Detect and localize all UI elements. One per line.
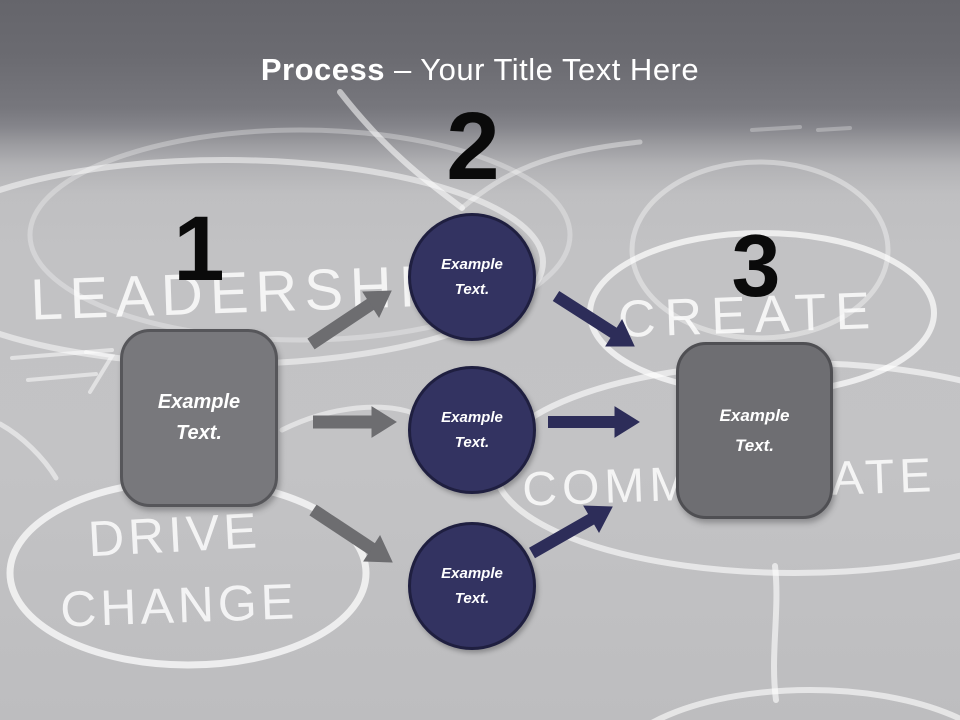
process-circle-2-text-line2: Text. xyxy=(454,434,490,451)
arrow-shaft xyxy=(529,511,598,559)
process-circle-3-text-line2: Text. xyxy=(454,590,490,607)
connector-line-left-edge xyxy=(0,421,59,481)
process-circle-1-text-line1: Example xyxy=(441,255,503,273)
process-circle-1: Example Text. xyxy=(408,213,536,341)
arrow-head xyxy=(362,290,392,319)
title-bold-text: Process xyxy=(260,52,386,87)
top-center-ellipse-sketch xyxy=(27,127,573,343)
arrow-shaft xyxy=(309,504,379,557)
arrow-box1-to-circle2 xyxy=(313,406,397,438)
create-word: CREATE xyxy=(617,282,880,349)
scribble-arrow-mark xyxy=(84,350,116,394)
step-number-2: 2 xyxy=(446,93,500,200)
whiteboard-words: LEADERSHIP CREATE COMMUNICATE DRIVE CHAN… xyxy=(29,252,937,637)
arrow-head xyxy=(605,318,635,347)
drive-word: DRIVE xyxy=(87,502,263,567)
arrow-head xyxy=(614,406,640,438)
scribble-dash-top-right xyxy=(750,125,852,132)
connector-line-top xyxy=(337,89,465,211)
change-word: CHANGE xyxy=(59,573,299,637)
process-box-step1-text-line1: Example xyxy=(157,391,241,413)
process-circle-3: Example Text. xyxy=(408,522,536,650)
scribble-dash-2 xyxy=(26,372,98,382)
arrow-shaft xyxy=(307,296,378,350)
arrow-box1-to-circle3 xyxy=(309,504,393,563)
title-regular-text: – Your Title Text Here xyxy=(394,52,700,87)
process-box-step3-text-line2: Text. xyxy=(734,435,775,455)
process-box-step1-text-line2: Text. xyxy=(176,422,222,444)
arrow-shaft xyxy=(552,290,621,341)
arrow-head xyxy=(371,406,397,438)
arrow-box1-to-circle1 xyxy=(307,290,392,350)
leadership-word: LEADERSHIP xyxy=(29,252,468,332)
arrow-circle2-to-box3 xyxy=(548,406,640,438)
process-box-step3: Example Text. xyxy=(676,342,833,519)
process-circle-3-text-line1: Example xyxy=(441,564,503,582)
step-number-3: 3 xyxy=(731,216,781,315)
slide-title: Process– Your Title Text Here xyxy=(0,52,960,88)
connector-line-bottom-vertical xyxy=(771,563,780,703)
whiteboard-connector-lines xyxy=(0,89,852,703)
process-box-step3-text-line1: Example xyxy=(719,405,790,425)
process-circle-1-text-line2: Text. xyxy=(454,281,490,298)
arrow-circle1-to-box3 xyxy=(552,290,635,347)
step-number-1: 1 xyxy=(173,198,225,300)
process-box-step1: Example Text. xyxy=(120,329,278,507)
bottom-ellipse-sketch xyxy=(651,687,960,720)
connector-line-middle xyxy=(279,404,423,433)
arrow-head xyxy=(363,534,393,563)
process-circle-2-text-line1: Example xyxy=(441,408,503,426)
scribble-dash-1 xyxy=(10,348,114,360)
top-right-ellipse-sketch xyxy=(629,159,891,341)
arrow-head xyxy=(583,505,613,534)
connector-line-top-right xyxy=(459,139,643,211)
arrow-circle3-to-box3 xyxy=(529,505,613,559)
process-circle-2: Example Text. xyxy=(408,366,536,494)
